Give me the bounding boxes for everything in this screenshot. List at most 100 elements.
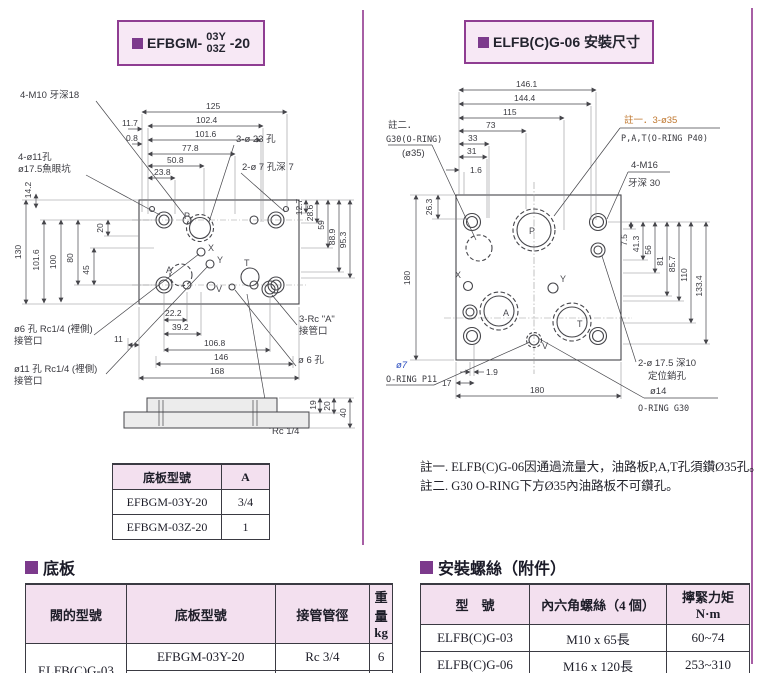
profile-dimension-texts: 19 20 40 [308, 400, 348, 418]
bottom-left-leader-labels: ø6 孔 Rc1/4 (裡側) 接管口 ø11 孔 Rc1/4 (裡側) 接管口 [14, 253, 209, 387]
bottom-dimension-chain [127, 292, 300, 381]
bullet-square-icon [25, 560, 38, 574]
dim-144-4: 144.4 [514, 93, 536, 103]
section-title-text: 安裝螺絲（附件） [438, 561, 567, 578]
col-model: 型 號 [420, 583, 530, 625]
plan-view-body [132, 199, 306, 305]
dim-146: 146 [214, 352, 228, 362]
screws-section-title: 安裝螺絲（附件） [420, 555, 566, 579]
dim-45: 45 [81, 265, 91, 275]
cell-valve-model: ELFB(C)G-03 [25, 643, 127, 673]
right-dimension-chain [301, 199, 355, 279]
port-t: T [577, 319, 583, 329]
cell-weight: 6 [369, 643, 393, 671]
dim-19: 19 [308, 400, 318, 410]
port-a: A [503, 308, 509, 318]
cell-a: 1 [221, 514, 270, 540]
port-y: Y [560, 274, 566, 284]
label-counterbore-1: 4-ø11孔 [18, 152, 52, 163]
dim-50-8: 50.8 [167, 155, 184, 165]
page-edge-line [751, 8, 753, 664]
dim-56: 56 [643, 245, 653, 255]
cell-a: 3/4 [221, 489, 270, 515]
label-oring-g30: O-RING G30 [638, 404, 689, 414]
dim-81: 81 [655, 256, 665, 266]
label-rc14: Rc 1/4 [272, 426, 299, 437]
dim-102-4: 102.4 [196, 115, 218, 125]
table-row: EFBGM-03Z-20 Rc 1 6 [26, 670, 393, 673]
cell-port-size: Rc 3/4 [274, 643, 371, 671]
cell-screw: M16 x 120長 [529, 651, 667, 673]
label-oring-p11: O-RING P11 [386, 375, 437, 385]
dim-85-7: 85.7 [667, 255, 677, 272]
table-row: EFBGM-03Z-20 1 [112, 514, 270, 540]
section-title-text: 底板 [43, 561, 76, 578]
dim-7-5: 7.5 [619, 234, 629, 246]
label-o11-rc14-port: 接管口 [14, 375, 43, 387]
table-header-row: 閥的型號 底板型號 接管管徑 重量kg [25, 583, 393, 644]
model-suffix: -20 [229, 35, 251, 51]
cell-plate-model: EFBGM-03Z-20 [125, 670, 276, 673]
dim-0-8: 0.8 [126, 133, 138, 143]
port-p: P [529, 226, 535, 236]
label-3rc-a: 3-Rc "A" [299, 314, 335, 325]
efbgm-dimension-drawing: P X Y A V T 125 102.4 [13, 90, 355, 437]
label-2-o7: 2-ø 7 孔深 7 [242, 162, 294, 173]
note2-label-group: 註二． G30(O-RING) (ø35) [386, 119, 477, 241]
dim-168: 168 [210, 366, 224, 376]
label-note1-3o35: 註一．3-ø35 [624, 114, 677, 126]
table-header-row: 底板型號 A [112, 463, 270, 490]
dim-180-left: 180 [402, 271, 412, 285]
table-header-row: 型 號 內六角螺絲（4 個） 擰緊力矩 N·m [420, 583, 750, 625]
right-dimension-chain [608, 221, 710, 345]
right-model-title: ELFB(C)G-06 安裝尺寸 [464, 20, 654, 64]
dim-1-9: 1.9 [486, 367, 498, 377]
cell-screw: M10 x 65長 [529, 624, 667, 652]
dim-110: 110 [679, 268, 689, 282]
bullet-square-icon [131, 37, 143, 49]
bottom-dimension-texts: 22.2 39.2 11 106.8 146 168 [114, 308, 228, 376]
left-dimensions [410, 194, 466, 361]
dim-180-bottom: 180 [530, 385, 544, 395]
right-dimension-texts: 7.5 41.3 56 81 85.7 110 133.4 [619, 234, 704, 297]
hole-callouts: 3-ø 23 孔 2-ø 7 孔深 7 [208, 134, 294, 223]
dim-115: 115 [503, 107, 517, 117]
mounting-body [444, 182, 632, 374]
port-x: X [455, 270, 461, 280]
dim-11-7: 11.7 [122, 118, 138, 128]
dim-39-2: 39.2 [172, 322, 189, 332]
label-note2: 註二． [388, 119, 417, 131]
cell-model: ELFB(C)G-06 [420, 651, 530, 673]
dim-41-3: 41.3 [631, 235, 641, 252]
port-p: P [184, 211, 190, 221]
mounting-screws-table: 型 號 內六角螺絲（4 個） 擰緊力矩 N·m ELFB(C)G-03 M10 … [420, 583, 750, 673]
dim-80: 80 [65, 253, 75, 263]
dim-20: 20 [95, 223, 105, 233]
note1-label-group: 註一．3-ø35 P,A,T(O-RING P40) 4-M16 牙深 30 [553, 114, 720, 220]
dim-88-9: 88.9 [327, 228, 337, 245]
col-a: A [221, 463, 270, 490]
port-a: A [166, 265, 172, 275]
label-3rc-a-port: 接管口 [299, 325, 328, 337]
port-v: V [216, 284, 222, 294]
bottom-dimensions [455, 344, 622, 399]
cell-plate-model: EFBGM-03Y-20 [125, 643, 276, 671]
table-row: ELFB(C)G-06 M16 x 120長 253~310 [420, 651, 750, 673]
cell-torque: 253~310 [666, 651, 750, 673]
right-dimension-texts: 12.7 28.6 59 88.9 95.3 [294, 198, 348, 248]
col-screw: 內六角螺絲（4 個） [529, 583, 667, 625]
bullet-square-icon [420, 560, 433, 574]
dim-101-6-v: 101.6 [31, 249, 41, 271]
dim-23-8: 23.8 [154, 167, 171, 177]
col-torque: 擰緊力矩 N·m [666, 583, 750, 625]
note-line-1: 註一. ELFB(C)G-06因通過流量大，油路板P,A,T孔須鑽Ø35孔。 [420, 460, 762, 474]
label-o14: ø14 [650, 386, 666, 397]
dim-146-1: 146.1 [516, 79, 538, 89]
dim-101-6: 101.6 [195, 129, 217, 139]
model-variants: 03Y 03Z [206, 31, 226, 55]
port-letters: P A T Y X V [455, 226, 583, 351]
port-v: V [542, 341, 548, 351]
port-letters: P X Y A V T [166, 211, 250, 294]
label-o35: (ø35) [402, 148, 425, 159]
